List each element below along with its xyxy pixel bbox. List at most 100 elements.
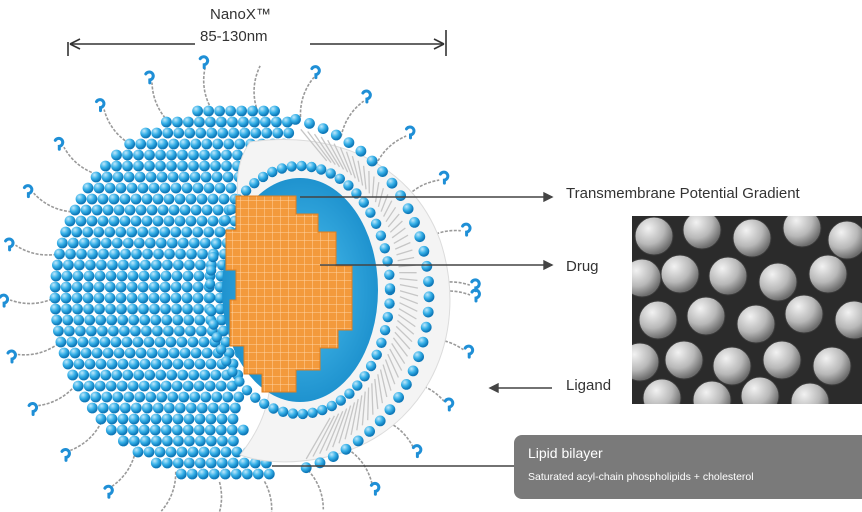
lipid-head xyxy=(152,326,163,337)
lipid-head xyxy=(119,326,130,337)
lipid-head xyxy=(142,216,153,227)
lipid-head xyxy=(138,293,149,304)
lipid-head xyxy=(160,293,171,304)
lipid-head xyxy=(208,194,219,205)
lipid-head xyxy=(50,282,61,293)
lipid-head xyxy=(84,315,95,326)
lipid-head xyxy=(177,150,188,161)
lipid-head xyxy=(268,403,278,413)
lipid-head xyxy=(162,436,173,447)
lipid-head xyxy=(112,392,123,403)
lipid-head xyxy=(208,403,219,414)
lipid-head xyxy=(327,401,337,411)
ligand-tether xyxy=(265,481,272,512)
lipid-head xyxy=(419,246,430,257)
lipid-head xyxy=(151,458,162,469)
lipid-head xyxy=(83,282,94,293)
lipid-head xyxy=(186,194,197,205)
lipid-head xyxy=(52,260,63,271)
lipid-head xyxy=(149,304,160,315)
lipid-head xyxy=(205,292,215,302)
lipid-head xyxy=(193,304,204,315)
lipid-head xyxy=(183,271,194,282)
lipid-head xyxy=(221,447,232,458)
lipid-head xyxy=(183,381,194,392)
lipid-head xyxy=(210,150,221,161)
lipid-head xyxy=(109,216,120,227)
sem-sphere xyxy=(709,257,747,295)
lipid-head xyxy=(155,337,166,348)
lipid-head xyxy=(100,337,111,348)
lipid-head xyxy=(249,117,260,128)
lipid-head xyxy=(98,249,109,260)
lipid-head xyxy=(189,392,200,403)
lipid-head xyxy=(128,315,139,326)
lipid-head xyxy=(139,381,150,392)
lipid-head xyxy=(241,186,251,196)
lipid-head xyxy=(193,293,204,304)
lipid-head xyxy=(385,404,396,415)
ligand-tether xyxy=(16,245,57,255)
lipid-tail xyxy=(368,388,369,421)
lipid-head xyxy=(239,128,250,139)
lipid-head xyxy=(230,403,241,414)
bilayer-subtitle: Saturated acyl-chain phospholipids + cho… xyxy=(528,471,754,483)
lipid-head xyxy=(304,118,315,129)
lipid-head xyxy=(186,249,197,260)
lipid-head xyxy=(109,249,120,260)
lipid-head xyxy=(73,271,84,282)
lipid-head xyxy=(131,403,142,414)
lipid-head xyxy=(216,344,226,354)
lipid-head xyxy=(70,205,81,216)
lipid-head xyxy=(129,260,140,271)
lipid-head xyxy=(128,271,139,282)
lipid-head xyxy=(87,403,98,414)
lipid-head xyxy=(219,194,230,205)
lipid-head xyxy=(106,381,117,392)
lipid-head xyxy=(163,326,174,337)
lipid-head xyxy=(259,399,269,409)
lipid-head xyxy=(210,370,221,381)
lipid-head xyxy=(182,282,193,293)
lipid-head xyxy=(68,238,79,249)
lipid-head xyxy=(72,304,83,315)
lipid-head xyxy=(353,436,364,447)
lipid-head xyxy=(61,282,72,293)
lipid-head xyxy=(191,205,202,216)
lipid-head xyxy=(199,150,210,161)
lipid-head xyxy=(197,194,208,205)
lipid-head xyxy=(129,359,140,370)
sem-sphere xyxy=(632,343,659,381)
lipid-head xyxy=(120,249,131,260)
lipid-head xyxy=(178,238,189,249)
lipid-head xyxy=(140,359,151,370)
lipid-head xyxy=(188,370,199,381)
lipid-head xyxy=(267,167,277,177)
lipid-head xyxy=(414,231,425,242)
lipid-head xyxy=(278,407,288,417)
lipid-head xyxy=(76,194,87,205)
lipid-head xyxy=(127,293,138,304)
lipid-head xyxy=(96,260,107,271)
lipid-head xyxy=(212,172,223,183)
lipid-head xyxy=(168,139,179,150)
lipid-head xyxy=(71,227,82,238)
lipid-head xyxy=(111,150,122,161)
ligand-icon xyxy=(463,224,470,235)
lipid-head xyxy=(151,436,162,447)
sem-spheres xyxy=(632,216,862,404)
lipid-head xyxy=(107,260,118,271)
lipid-head xyxy=(144,447,155,458)
lipid-head xyxy=(89,337,100,348)
ligand-tether xyxy=(70,422,101,450)
lipid-head xyxy=(157,172,168,183)
lipid-head xyxy=(156,238,167,249)
lipid-head xyxy=(104,227,115,238)
lipid-head xyxy=(166,150,177,161)
lipid-head xyxy=(216,117,227,128)
lipid-head xyxy=(380,243,390,253)
lipid-head xyxy=(103,348,114,359)
lipid-head xyxy=(177,337,188,348)
lipid-head xyxy=(123,392,134,403)
lipid-head xyxy=(113,172,124,183)
